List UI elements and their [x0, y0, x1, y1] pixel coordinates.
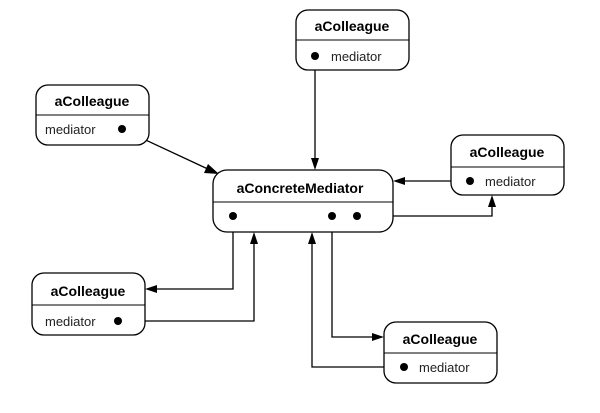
colleague-top[interactable]: aColleague mediator — [295, 9, 410, 71]
arrowhead-topleft-to-mediator — [204, 164, 219, 174]
ref-mediator-to-bottomleft — [157, 216, 234, 290]
colleague-field: mediator — [419, 360, 470, 375]
colleague-title: aColleague — [55, 93, 130, 109]
ref-mediator-to-bottomright — [331, 216, 373, 338]
reference-dot — [353, 212, 361, 220]
reference-dot — [328, 212, 336, 220]
concrete-mediator[interactable]: aConcreteMediator — [212, 169, 394, 233]
reference-dot — [311, 52, 319, 60]
reference-dot — [400, 363, 408, 371]
reference-dot — [118, 125, 126, 133]
reference-dot — [466, 177, 474, 185]
arrowhead-bottomleft-to-mediator — [250, 232, 258, 244]
ref-mediator-to-right — [357, 205, 493, 217]
arrowhead-mediator-to-bottomleft — [145, 285, 157, 293]
colleague-field: mediator — [45, 314, 96, 329]
colleague-title: aColleague — [403, 331, 478, 347]
colleague-title: aColleague — [315, 18, 390, 34]
arrowhead-mediator-to-bottomright — [372, 333, 384, 341]
colleague-bottom-left[interactable]: aColleague mediator — [31, 272, 146, 336]
mediator-title: aConcreteMediator — [237, 180, 364, 196]
colleague-top-left[interactable]: aColleague mediator — [35, 84, 150, 146]
mediator-box — [212, 169, 394, 233]
ref-bottomright-to-mediator — [311, 243, 404, 368]
colleague-field: mediator — [45, 122, 96, 137]
reference-dot — [114, 317, 122, 325]
colleague-box — [450, 134, 565, 196]
reference-dot — [229, 212, 237, 220]
arrowhead-mediator-to-right — [488, 195, 496, 207]
colleague-bottom-right[interactable]: aColleague mediator — [383, 321, 498, 384]
arrowhead-right-to-mediator — [393, 177, 405, 185]
ref-bottomleft-to-mediator — [118, 243, 255, 322]
colleague-right[interactable]: aColleague mediator — [450, 134, 565, 196]
colleague-field: mediator — [331, 49, 382, 64]
colleague-title: aColleague — [470, 144, 545, 160]
colleague-field: mediator — [485, 174, 536, 189]
arrowhead-top-to-mediator — [311, 158, 319, 170]
arrowhead-bottomright-to-mediator — [308, 232, 316, 244]
colleague-title: aColleague — [51, 283, 126, 299]
